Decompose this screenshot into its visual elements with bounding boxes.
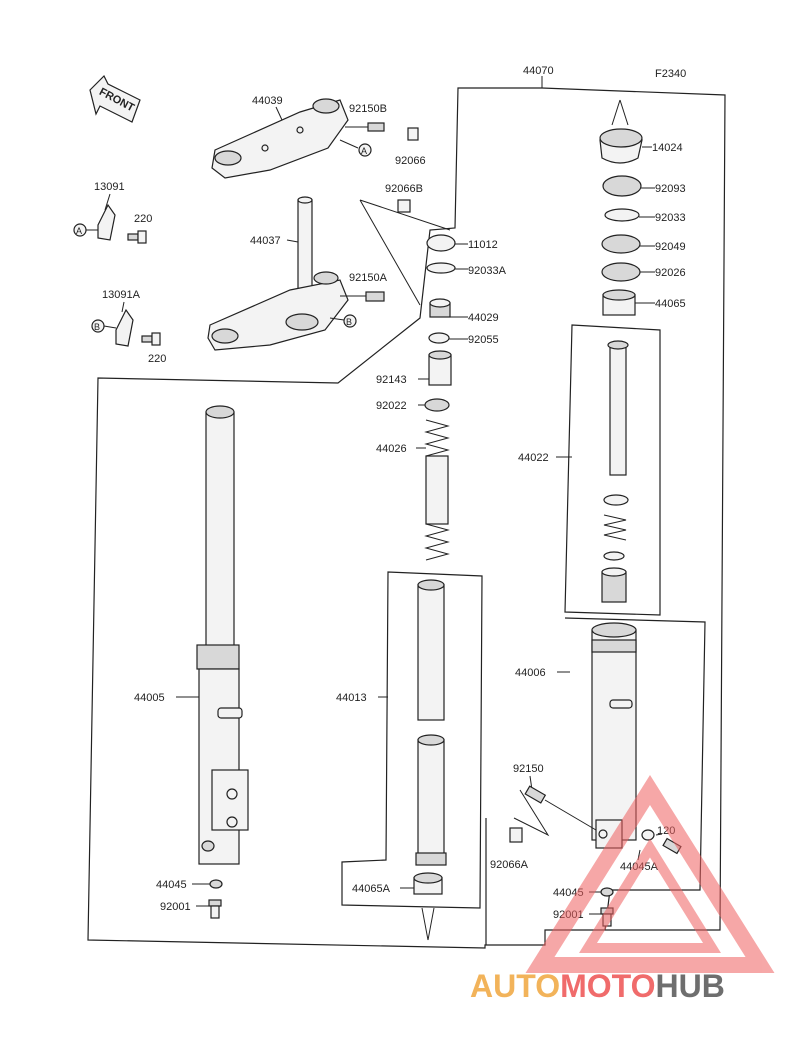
part-label-44022: 44022 — [518, 452, 549, 464]
adjuster-44029-icon — [429, 298, 451, 318]
callout-a-left: A — [76, 226, 82, 236]
bolt-92150A-icon — [340, 291, 385, 302]
part-label-44013: 44013 — [336, 692, 367, 704]
steering-stem-44037 — [207, 196, 349, 351]
screw-220-lower-icon — [141, 332, 161, 346]
inner-tube-44013 — [415, 579, 447, 866]
ring-92033A-icon — [426, 262, 456, 274]
part-label-44026: 44026 — [376, 443, 407, 455]
part-label-92093: 92093 — [655, 183, 686, 195]
part-label-92150B: 92150B — [349, 103, 387, 115]
ring-92033-icon — [604, 208, 640, 222]
nut-92066B-icon — [397, 199, 411, 213]
part-label-92066A: 92066A — [490, 859, 529, 871]
part-label-92055: 92055 — [468, 334, 499, 346]
cap-11012-icon — [426, 234, 456, 252]
part-label-44065: 44065 — [655, 298, 686, 310]
callout-b-stem: B — [346, 317, 352, 327]
part-label-220-lower: 220 — [148, 353, 166, 365]
bolt-92150-icon — [524, 785, 547, 804]
part-label-13091A: 13091A — [102, 289, 141, 301]
part-label-92066: 92066 — [395, 155, 426, 167]
inner-tube-frame — [341, 571, 483, 909]
bushing-44065-icon — [602, 289, 636, 316]
nut-92066-icon — [407, 127, 419, 141]
part-label-44039: 44039 — [252, 95, 283, 107]
cap-14024-icon — [599, 128, 643, 164]
part-label-220-upper: 220 — [134, 213, 152, 225]
gasket-44045-right-icon — [600, 887, 614, 897]
part-label-44029: 44029 — [468, 312, 499, 324]
part-label-44045-left: 44045 — [156, 879, 187, 891]
part-label-44037: 44037 — [250, 235, 281, 247]
bolt-92001-left-icon — [208, 899, 222, 919]
part-label-92049: 92049 — [655, 241, 686, 253]
washer-92066A-icon — [509, 827, 523, 843]
part-label-92001-left: 92001 — [160, 901, 191, 913]
gasket-44045-left-icon — [209, 879, 223, 889]
screw-220-icon — [127, 230, 147, 244]
watermark-triangle-logo — [525, 774, 775, 973]
callout-a-upper: A — [361, 146, 367, 156]
washer-92022-icon — [424, 398, 450, 412]
part-label-44065A: 44065A — [352, 883, 391, 895]
washer-44045A-icon — [641, 829, 655, 841]
part-label-92022: 92022 — [376, 400, 407, 412]
callout-b-left: B — [94, 322, 100, 332]
fork-leg-44005 — [196, 405, 249, 865]
damper-rod-44022 — [601, 340, 629, 603]
watermark-moto: MOTO — [560, 968, 655, 1004]
part-label-92033A: 92033A — [468, 265, 507, 277]
clamp-13091A-icon — [115, 308, 134, 347]
watermark-hub: HUB — [655, 968, 724, 1004]
collar-92143-icon — [428, 350, 452, 386]
part-label-92150: 92150 — [513, 763, 544, 775]
clamp-13091-icon — [97, 203, 116, 241]
part-label-44070: 44070 — [523, 65, 554, 77]
bushing-44065A-icon — [413, 872, 443, 895]
bolt-92150B-icon — [345, 122, 385, 132]
upper-bracket-44039 — [211, 98, 349, 179]
part-label-11012: 11012 — [468, 239, 498, 251]
damper-rod-frame — [564, 324, 661, 616]
watermark-auto: AUTO — [470, 968, 560, 1004]
seal-92026-icon — [601, 262, 641, 282]
part-label-92026: 92026 — [655, 267, 686, 279]
watermark-text: AUTOMOTOHUB — [470, 968, 725, 1004]
part-label-92150A: 92150A — [349, 272, 388, 284]
outer-tube-44006 — [591, 622, 637, 849]
washer-92049-icon — [601, 234, 641, 254]
front-arrow-icon: FRONT — [89, 74, 141, 123]
part-label-92033: 92033 — [655, 212, 686, 224]
part-label-44006: 44006 — [515, 667, 546, 679]
outer-tube-frame — [564, 617, 706, 931]
figure-code: F2340 — [655, 68, 686, 80]
part-label-92143: 92143 — [376, 374, 407, 386]
part-label-44005: 44005 — [134, 692, 165, 704]
part-label-14024: 14024 — [652, 142, 683, 154]
spring-44026-icon — [424, 419, 450, 561]
oring-92055-icon — [428, 332, 450, 344]
part-label-92066B: 92066B — [385, 183, 423, 195]
seal-92093-icon — [602, 175, 642, 197]
part-label-13091: 13091 — [94, 181, 125, 193]
